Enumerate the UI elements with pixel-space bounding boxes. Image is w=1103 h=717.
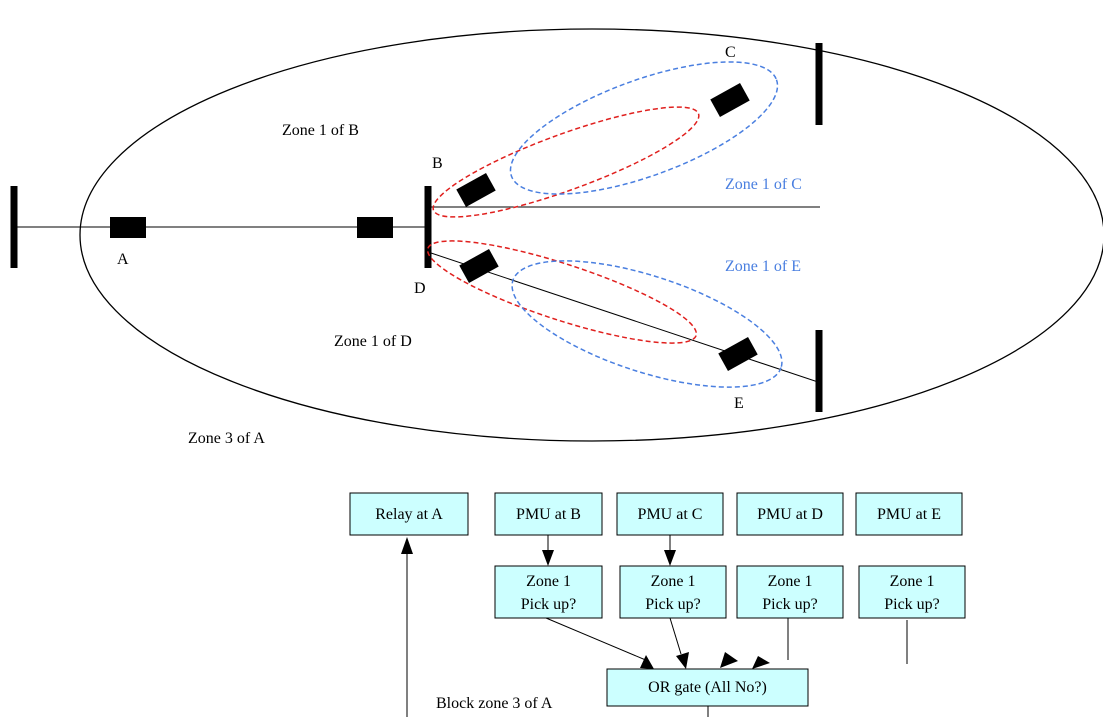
- arrow-pickup-b-to-or: [545, 617, 654, 669]
- or-input-arrow-d: [720, 652, 738, 668]
- pmu-device-c: [710, 83, 750, 117]
- pmu-e-box: PMU at E: [855, 492, 963, 536]
- svg-text:Pick up?: Pick up?: [884, 596, 940, 613]
- bus-label-d: D: [414, 280, 426, 297]
- svg-text:OR gate (All No?): OR gate (All No?): [648, 679, 767, 696]
- arrow-pickup-c-to-or: [669, 617, 689, 669]
- pmu-device-b: [456, 173, 496, 207]
- zone1-c-boundary: [509, 61, 779, 195]
- zone3-a-label: Zone 3 of A: [188, 430, 265, 447]
- svg-text:Zone 1: Zone 1: [890, 573, 935, 590]
- pmu-d-box: PMU at D: [736, 492, 844, 536]
- zone1-c-label: Zone 1 of C: [725, 176, 802, 193]
- pmu-device-e: [718, 337, 758, 371]
- zone1-d-boundary: [426, 240, 698, 344]
- zone3-a-boundary: [79, 28, 1103, 442]
- pmu-device-d: [459, 249, 499, 283]
- pickup-box-c: Zone 1 Pick up?: [619, 565, 727, 619]
- relay-device-ab-end: [357, 217, 393, 238]
- zone1-d-label: Zone 1 of D: [334, 333, 412, 350]
- block-feedback-arrow: [401, 537, 413, 717]
- bus-label-e: E: [734, 395, 744, 412]
- arrow-pmu-b-to-pickup: [542, 535, 554, 566]
- relay-a-box: Relay at A: [349, 492, 469, 536]
- pickup-box-b: Zone 1 Pick up?: [494, 565, 603, 619]
- bus-label-a: A: [117, 251, 129, 268]
- or-gate-box: OR gate (All No?): [606, 668, 809, 707]
- svg-text:PMU at E: PMU at E: [877, 506, 941, 523]
- svg-text:Pick up?: Pick up?: [645, 596, 701, 613]
- bus-label-b: B: [432, 155, 443, 172]
- svg-text:PMU at B: PMU at B: [516, 506, 581, 523]
- bus-label-c: C: [725, 44, 736, 61]
- relay-device-a: [110, 217, 146, 238]
- zone1-b-boundary: [432, 106, 700, 218]
- pmu-c-box: PMU at C: [616, 492, 724, 536]
- or-input-arrow-e: [752, 656, 770, 669]
- svg-text:Pick up?: Pick up?: [521, 596, 577, 613]
- pickup-box-e: Zone 1 Pick up?: [858, 565, 966, 619]
- svg-text:Zone 1: Zone 1: [651, 573, 696, 590]
- svg-text:Pick up?: Pick up?: [762, 596, 818, 613]
- zone1-b-label: Zone 1 of B: [282, 122, 359, 139]
- block-zone3-label: Block zone 3 of A: [436, 695, 553, 712]
- svg-text:Relay at A: Relay at A: [375, 506, 443, 523]
- svg-text:PMU at C: PMU at C: [638, 506, 703, 523]
- zone1-e-boundary: [511, 260, 783, 388]
- line-d-e: [427, 251, 819, 383]
- svg-text:Zone 1: Zone 1: [768, 573, 813, 590]
- svg-text:Zone 1: Zone 1: [526, 573, 571, 590]
- arrow-pmu-c-to-pickup: [664, 535, 676, 566]
- pickup-box-d: Zone 1 Pick up?: [736, 565, 844, 619]
- zone1-e-label: Zone 1 of E: [725, 258, 801, 275]
- pmu-b-box: PMU at B: [494, 492, 603, 536]
- svg-text:PMU at D: PMU at D: [757, 506, 823, 523]
